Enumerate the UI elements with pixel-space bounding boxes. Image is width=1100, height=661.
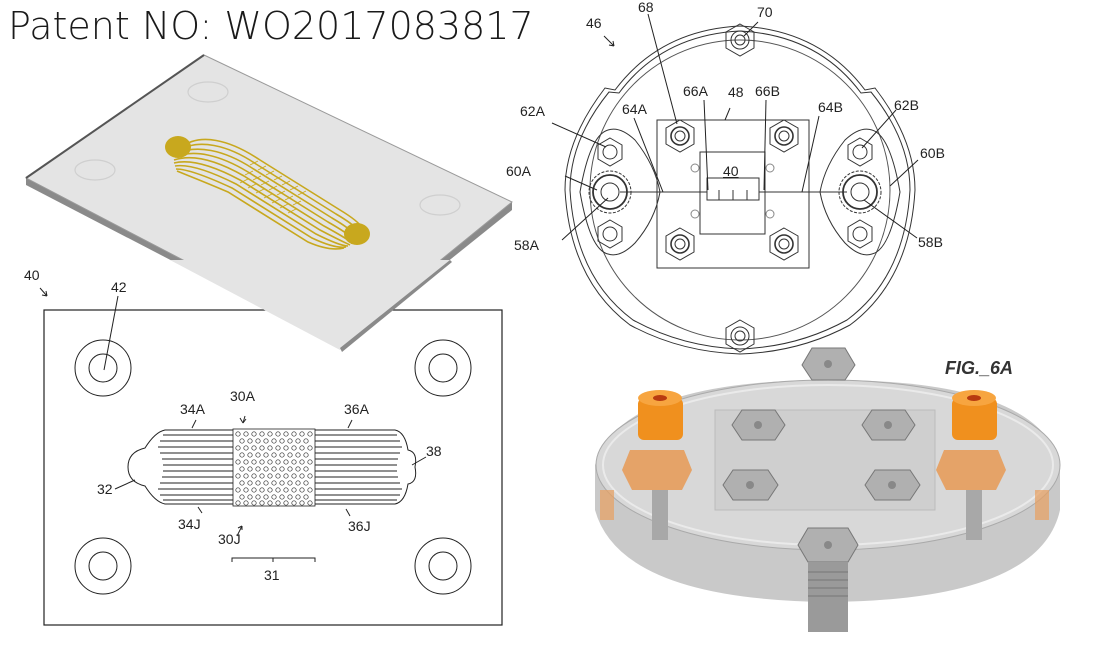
ref-label-66A: 66A [683, 83, 709, 99]
fig-holder-plan: 46 68 70 66A 48 66B 64A 64B 62A 62B 60A … [506, 0, 945, 355]
ref-label-34A: 34A [180, 401, 206, 417]
ref-label-62B: 62B [894, 97, 919, 113]
ref-label-30J: 30J [218, 531, 241, 547]
connector-58A [588, 170, 632, 214]
ref-label-60B: 60B [920, 145, 945, 161]
patent-title: Patent NO: WO2017083817 [8, 4, 534, 48]
connector-58B [838, 170, 882, 214]
ref-label-62A: 62A [520, 103, 546, 119]
ref-label-31: 31 [264, 567, 280, 583]
ref-label-68: 68 [638, 0, 654, 15]
fig-holder-3d-render: FIG._6A [595, 347, 1061, 632]
orange-terminal-left [622, 390, 692, 540]
orange-terminal-right [936, 390, 1006, 540]
ref-label-64B: 64B [818, 99, 843, 115]
ref-label-64A: 64A [622, 101, 648, 117]
ref-label-58A: 58A [514, 237, 540, 253]
ref-label-48: 48 [728, 84, 744, 100]
ref-label-38: 38 [426, 443, 442, 459]
ref-label-30A: 30A [230, 388, 256, 404]
ref-label-58B: 58B [918, 234, 943, 250]
fig-chip-plan: 40 42 30A 34A 36A 32 38 34J 30J 36J 31 [24, 260, 503, 626]
ref-label-36A: 36A [344, 401, 370, 417]
ref-label-42: 42 [111, 279, 127, 295]
ref-label-34J: 34J [178, 516, 201, 532]
ref-label-46: 46 [586, 15, 602, 31]
ref-label-60A: 60A [506, 163, 532, 179]
ref-label-32: 32 [97, 481, 113, 497]
gold-outlet-pad [344, 223, 370, 245]
ref-label-40-chip: 40 [24, 267, 40, 283]
ref-label-66B: 66B [755, 83, 780, 99]
ref-label-36J: 36J [348, 518, 371, 534]
gold-inlet-pad [165, 136, 191, 158]
ref-label-40-holder: 40 [723, 163, 739, 179]
figure-caption: FIG._6A [945, 358, 1013, 378]
ref-label-70: 70 [757, 4, 773, 20]
